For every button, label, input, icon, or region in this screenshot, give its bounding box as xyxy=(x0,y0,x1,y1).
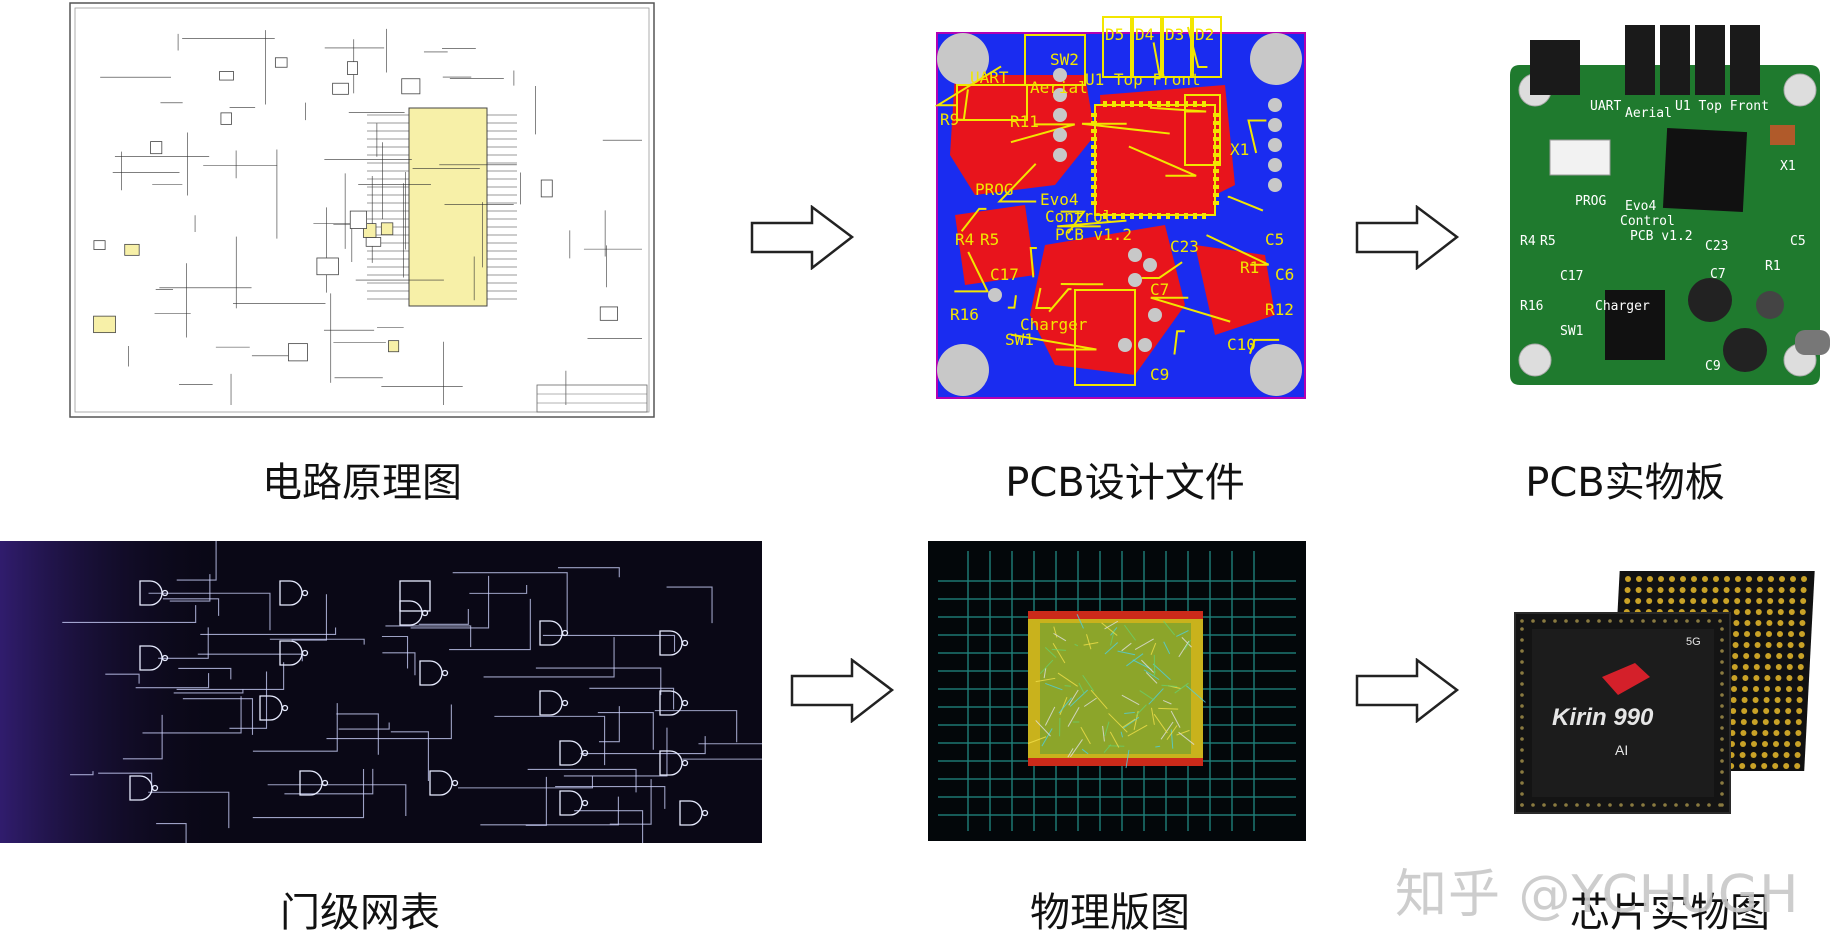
pcb-label-c7: C7 xyxy=(1150,280,1169,299)
pcb-label-sw1: SW1 xyxy=(1005,330,1034,349)
pcb-label-d2: D2 xyxy=(1195,25,1214,44)
pcb-label-pcb-version: PCB v1.2 xyxy=(1055,225,1132,244)
pcb-label-d5: D5 xyxy=(1105,25,1124,44)
pcb-label-control: Control xyxy=(1045,207,1112,226)
layout-image xyxy=(928,541,1306,841)
pcb-label-evo4: Evo4 xyxy=(1040,190,1079,209)
pcb-label-d3: D3 xyxy=(1165,25,1184,44)
pcb-label-c6: C6 xyxy=(1275,265,1294,284)
board-label-sw1: SW1 xyxy=(1560,324,1583,339)
board-label-c9: C9 xyxy=(1705,359,1721,374)
board-label-r4: R4 xyxy=(1520,234,1536,249)
board-label-evo4: Evo4 xyxy=(1625,199,1656,214)
schematic-image xyxy=(67,0,657,420)
arrow-right-icon xyxy=(750,204,855,274)
pcb-design-image: D5 D4 D3 D2 SW2 UART Aerial U1 Top Front… xyxy=(934,15,1310,400)
pcb-label-c5: C5 xyxy=(1265,230,1284,249)
pcb-label-r9: R9 xyxy=(940,110,959,129)
pcb-label-c9: C9 xyxy=(1150,365,1169,384)
chip-photo: Kirin 990 AI 5G xyxy=(1510,565,1815,820)
chip-ai-label: AI xyxy=(1615,742,1628,758)
board-label-prog: PROG xyxy=(1575,194,1606,209)
board-label-c17: C17 xyxy=(1560,269,1583,284)
pcb-board-photo: UART Aerial U1 Top Front PROG Evo4 Contr… xyxy=(1500,20,1830,400)
chip-caption: 芯片实物图 xyxy=(1570,890,1770,936)
pcb-label-c17: C17 xyxy=(990,265,1019,284)
board-label-c23: C23 xyxy=(1705,239,1728,254)
pcb-design-caption: PCB设计文件 xyxy=(1005,460,1245,506)
board-label-x1: X1 xyxy=(1780,159,1796,174)
netlist-image xyxy=(0,531,831,863)
board-label-control: Control xyxy=(1620,214,1675,229)
pcb-label-r16: R16 xyxy=(950,305,979,324)
board-label-u1: U1 Top Front xyxy=(1675,99,1769,114)
pcb-label-aerial: Aerial xyxy=(1030,78,1088,97)
board-label-uart: UART xyxy=(1590,99,1621,114)
pcb-label-r5: R5 xyxy=(980,230,999,249)
layout-caption: 物理版图 xyxy=(1030,890,1190,936)
pcb-label-x1: X1 xyxy=(1230,140,1249,159)
pcb-label-d4: D4 xyxy=(1135,25,1154,44)
pcb-label-sw2: SW2 xyxy=(1050,50,1079,69)
pcb-label-charger: Charger xyxy=(1020,315,1088,334)
arrow-right-icon xyxy=(1355,204,1460,274)
pcb-label-r11: R11 xyxy=(1010,112,1039,131)
board-label-c7: C7 xyxy=(1710,267,1726,282)
pcb-label-r4: R4 xyxy=(955,230,974,249)
board-label-pcb-version: PCB v1.2 xyxy=(1630,229,1693,244)
pcb-label-uart: UART xyxy=(970,68,1009,87)
pcb-label-c10: C10 xyxy=(1227,335,1256,354)
board-label-r1: R1 xyxy=(1765,259,1781,274)
schematic-caption: 电路原理图 xyxy=(262,460,462,506)
pcb-label-r1: R1 xyxy=(1240,258,1259,277)
board-label-r16: R16 xyxy=(1520,299,1543,314)
board-label-r5: R5 xyxy=(1540,234,1556,249)
arrow-right-icon xyxy=(790,657,895,727)
chip-5g-badge: 5G xyxy=(1686,636,1701,648)
pcb-label-prog: PROG xyxy=(975,180,1014,199)
board-label-charger: Charger xyxy=(1595,299,1650,314)
pcb-label-r12: R12 xyxy=(1265,300,1294,319)
pcb-board-caption: PCB实物板 xyxy=(1525,460,1725,506)
pcb-label-c23: C23 xyxy=(1170,237,1199,256)
board-label-aerial: Aerial xyxy=(1625,106,1672,121)
arrow-right-icon xyxy=(1355,657,1460,727)
netlist-caption: 门级网表 xyxy=(280,890,440,936)
watermark: 知乎 @YCHUGH xyxy=(1395,865,1800,925)
board-label-c5: C5 xyxy=(1790,234,1806,249)
chip-model-label: Kirin 990 xyxy=(1552,704,1654,731)
pcb-label-u1: U1 Top Front xyxy=(1085,70,1201,89)
